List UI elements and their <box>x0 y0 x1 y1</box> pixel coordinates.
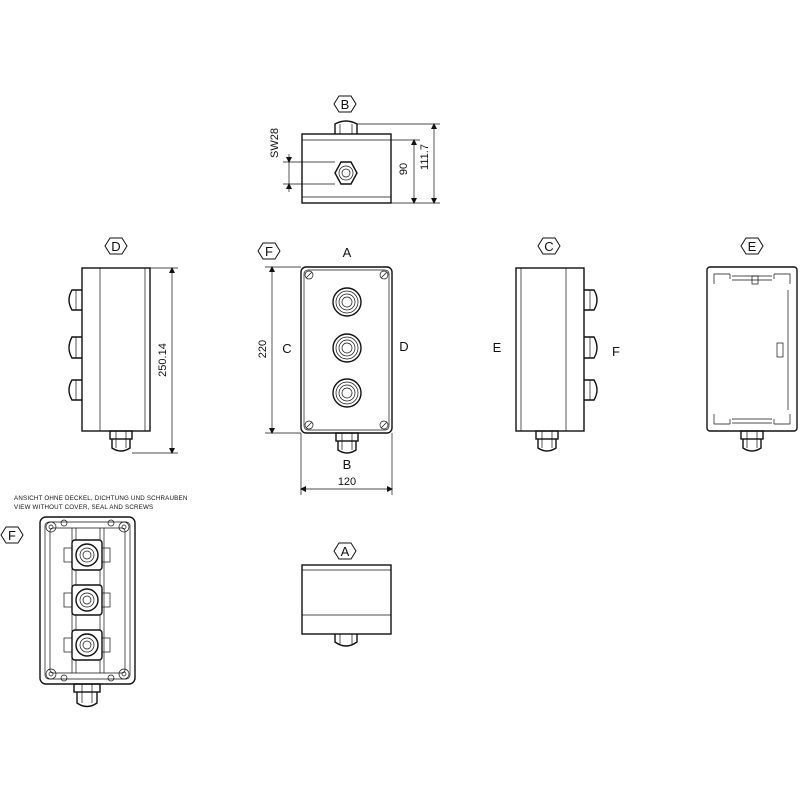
side-c-label-e: E <box>493 340 502 355</box>
dimension-120: 120 <box>300 433 393 495</box>
view-marker-a: A <box>333 542 357 560</box>
svg-text:C: C <box>544 239 553 254</box>
front-label-b: B <box>343 457 352 472</box>
bottom-view-a: A <box>301 542 392 647</box>
front-label-c: C <box>282 341 291 356</box>
enclosure-back-outline <box>706 266 798 432</box>
contact-block-top <box>63 539 111 571</box>
view-marker-b: B <box>333 95 357 113</box>
enclosure-top-outline <box>301 133 392 204</box>
hex-nut <box>334 161 358 185</box>
enclosure-side-c-outline <box>515 267 585 432</box>
side-view-c: C E F <box>493 237 620 452</box>
side-c-label-f: F <box>612 344 620 359</box>
svg-text:111.7: 111.7 <box>419 144 431 170</box>
top-view-b: B SW28 90 11 <box>269 95 440 204</box>
pushbutton-bottom <box>332 378 362 408</box>
side-view-d: D 250.14 <box>68 237 178 454</box>
dimension-111-7: 111.7 <box>357 123 440 204</box>
svg-text:F: F <box>8 528 16 543</box>
svg-text:120: 120 <box>338 476 356 488</box>
front-label-a: A <box>343 245 352 260</box>
enclosure-side-outline <box>81 267 151 432</box>
enclosure-bottom-outline <box>301 564 392 635</box>
pushbutton-middle <box>332 333 362 363</box>
dimension-90: 90 <box>391 139 440 204</box>
inside-view-f: F <box>0 516 136 708</box>
svg-text:B: B <box>341 97 350 112</box>
inside-view-note: ANSICHT OHNE DECKEL, DICHTUNG UND SCHRAU… <box>14 495 188 511</box>
front-view-f: F A B C D <box>257 242 409 495</box>
view-marker-inside-f: F <box>0 526 24 544</box>
svg-text:220: 220 <box>257 340 269 358</box>
svg-text:D: D <box>111 239 120 254</box>
enclosure-front-outline <box>300 266 393 434</box>
svg-text:SW28: SW28 <box>269 128 281 158</box>
cover-screws <box>304 270 389 430</box>
front-label-d: D <box>399 339 408 354</box>
dimension-220: 220 <box>257 266 301 434</box>
dimension-250-14: 250.14 <box>132 267 178 454</box>
dimension-sw28: SW28 <box>269 128 335 192</box>
back-view-e: E <box>706 237 798 452</box>
contact-block-middle <box>63 584 111 616</box>
pushbutton-top <box>332 287 362 317</box>
view-marker-front-f: F <box>257 242 281 260</box>
svg-text:90: 90 <box>398 163 410 175</box>
view-marker-d: D <box>104 237 128 255</box>
contact-block-bottom <box>63 629 111 661</box>
svg-text:ANSICHT OHNE DECKEL, DICHTUNG: ANSICHT OHNE DECKEL, DICHTUNG UND SCHRAU… <box>14 495 188 502</box>
svg-text:250.14: 250.14 <box>157 343 169 377</box>
svg-text:F: F <box>265 244 273 259</box>
svg-text:A: A <box>341 544 350 559</box>
svg-text:VIEW WITHOUT COVER, SEAL AND S: VIEW WITHOUT COVER, SEAL AND SCREWS <box>14 504 153 511</box>
svg-text:E: E <box>748 239 757 254</box>
view-marker-e: E <box>740 237 764 255</box>
view-marker-c: C <box>537 237 561 255</box>
